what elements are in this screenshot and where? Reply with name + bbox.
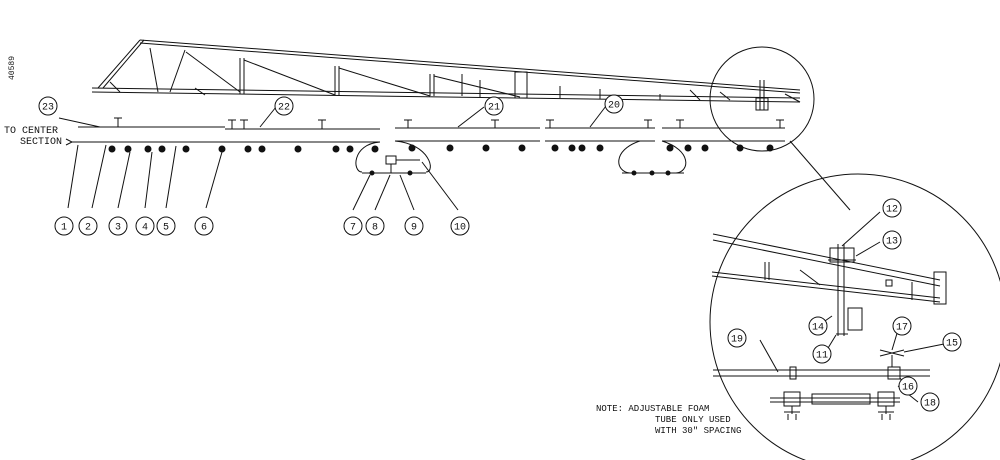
callout-22-number: 22 [278, 103, 290, 114]
callout-18-balloon [920, 392, 940, 412]
callout-23: 23 [38, 96, 58, 116]
loop-hose-right [618, 140, 687, 176]
callout-7-number: 7 [350, 223, 356, 234]
callout-2: 2 [78, 216, 98, 236]
note-line-3: WITH 30" SPACING [655, 426, 741, 436]
callout-23-number: 23 [42, 103, 54, 114]
callout-18: 18 [920, 392, 940, 412]
callout-14-number: 14 [812, 323, 824, 334]
callout-7: 7 [343, 216, 363, 236]
callout-4: 4 [135, 216, 155, 236]
center-label-line-2: SECTION [20, 137, 62, 148]
callout-18-number: 18 [924, 399, 936, 410]
callout-17: 17 [892, 316, 912, 336]
callout-19-balloon [727, 328, 747, 348]
note-line-1: NOTE: ADJUSTABLE FOAM [596, 404, 709, 414]
callout-21-number: 21 [488, 103, 500, 114]
callout-1-number: 1 [61, 223, 67, 234]
callout-8-balloon [365, 216, 385, 236]
callout-1-balloon [54, 216, 74, 236]
callout-19-number: 19 [731, 335, 743, 346]
callout-17-number: 17 [896, 323, 908, 334]
callout-1: 1 [54, 216, 74, 236]
callout-20-balloon [604, 94, 624, 114]
callout-7-balloon [343, 216, 363, 236]
callout-23-balloon [38, 96, 58, 116]
detail-nozzle-right [877, 391, 895, 420]
callout-20: 20 [604, 94, 624, 114]
callout-21-balloon [484, 96, 504, 116]
callout-8: 8 [365, 216, 385, 236]
loop-hose-left [355, 140, 431, 176]
callout-leaders [58, 105, 607, 211]
callout-4-number: 4 [142, 223, 148, 234]
callout-12-balloon [882, 198, 902, 218]
callout-13-number: 13 [886, 237, 898, 248]
callout-16: 16 [898, 376, 918, 396]
callout-11-number: 11 [816, 351, 828, 362]
callout-3-number: 3 [115, 223, 121, 234]
callout-2-balloon [78, 216, 98, 236]
callout-13: 13 [882, 230, 902, 250]
callout-12: 12 [882, 198, 902, 218]
callout-22-balloon [274, 96, 294, 116]
callout-20-number: 20 [608, 101, 620, 112]
callout-13-balloon [882, 230, 902, 250]
callout-6: 6 [194, 216, 214, 236]
callout-10-balloon [450, 216, 470, 236]
callout-15: 15 [942, 332, 962, 352]
callout-5-number: 5 [163, 223, 169, 234]
detail-nozzle-left [783, 391, 801, 420]
callout-15-number: 15 [946, 339, 958, 350]
callout-9: 9 [404, 216, 424, 236]
boom-truss [91, 39, 801, 111]
callout-11: 11 [812, 344, 832, 364]
callout-9-number: 9 [411, 223, 417, 234]
callout-21: 21 [484, 96, 504, 116]
callout-6-balloon [194, 216, 214, 236]
center-label-line-1: TO CENTER [4, 126, 58, 137]
callout-11-balloon [812, 344, 832, 364]
nozzle-row [65, 138, 785, 153]
callout-16-balloon [898, 376, 918, 396]
detail-view [711, 211, 947, 420]
callout-10: 10 [450, 216, 470, 236]
detail-source-circle [709, 46, 815, 152]
drawing-number: 40589 [8, 56, 17, 80]
callout-10-number: 10 [454, 223, 466, 234]
callout-12-number: 12 [886, 205, 898, 216]
detail-circle [709, 173, 1000, 460]
callout-14-balloon [808, 316, 828, 336]
upper-hose-row [78, 117, 785, 130]
callout-14: 14 [808, 316, 828, 336]
callout-4-balloon [135, 216, 155, 236]
note-line-2: TUBE ONLY USED [655, 415, 731, 425]
callout-19: 19 [727, 328, 747, 348]
callout-5: 5 [156, 216, 176, 236]
callout-8-number: 8 [372, 223, 378, 234]
callout-17-balloon [892, 316, 912, 336]
callout-3-balloon [108, 216, 128, 236]
callout-16-number: 16 [902, 383, 914, 394]
callout-22: 22 [274, 96, 294, 116]
callout-15-balloon [942, 332, 962, 352]
callout-9-balloon [404, 216, 424, 236]
callout-5-balloon [156, 216, 176, 236]
callout-3: 3 [108, 216, 128, 236]
detail-connector-line [789, 140, 851, 211]
callout-2-number: 2 [85, 223, 91, 234]
callout-6-number: 6 [201, 223, 207, 234]
